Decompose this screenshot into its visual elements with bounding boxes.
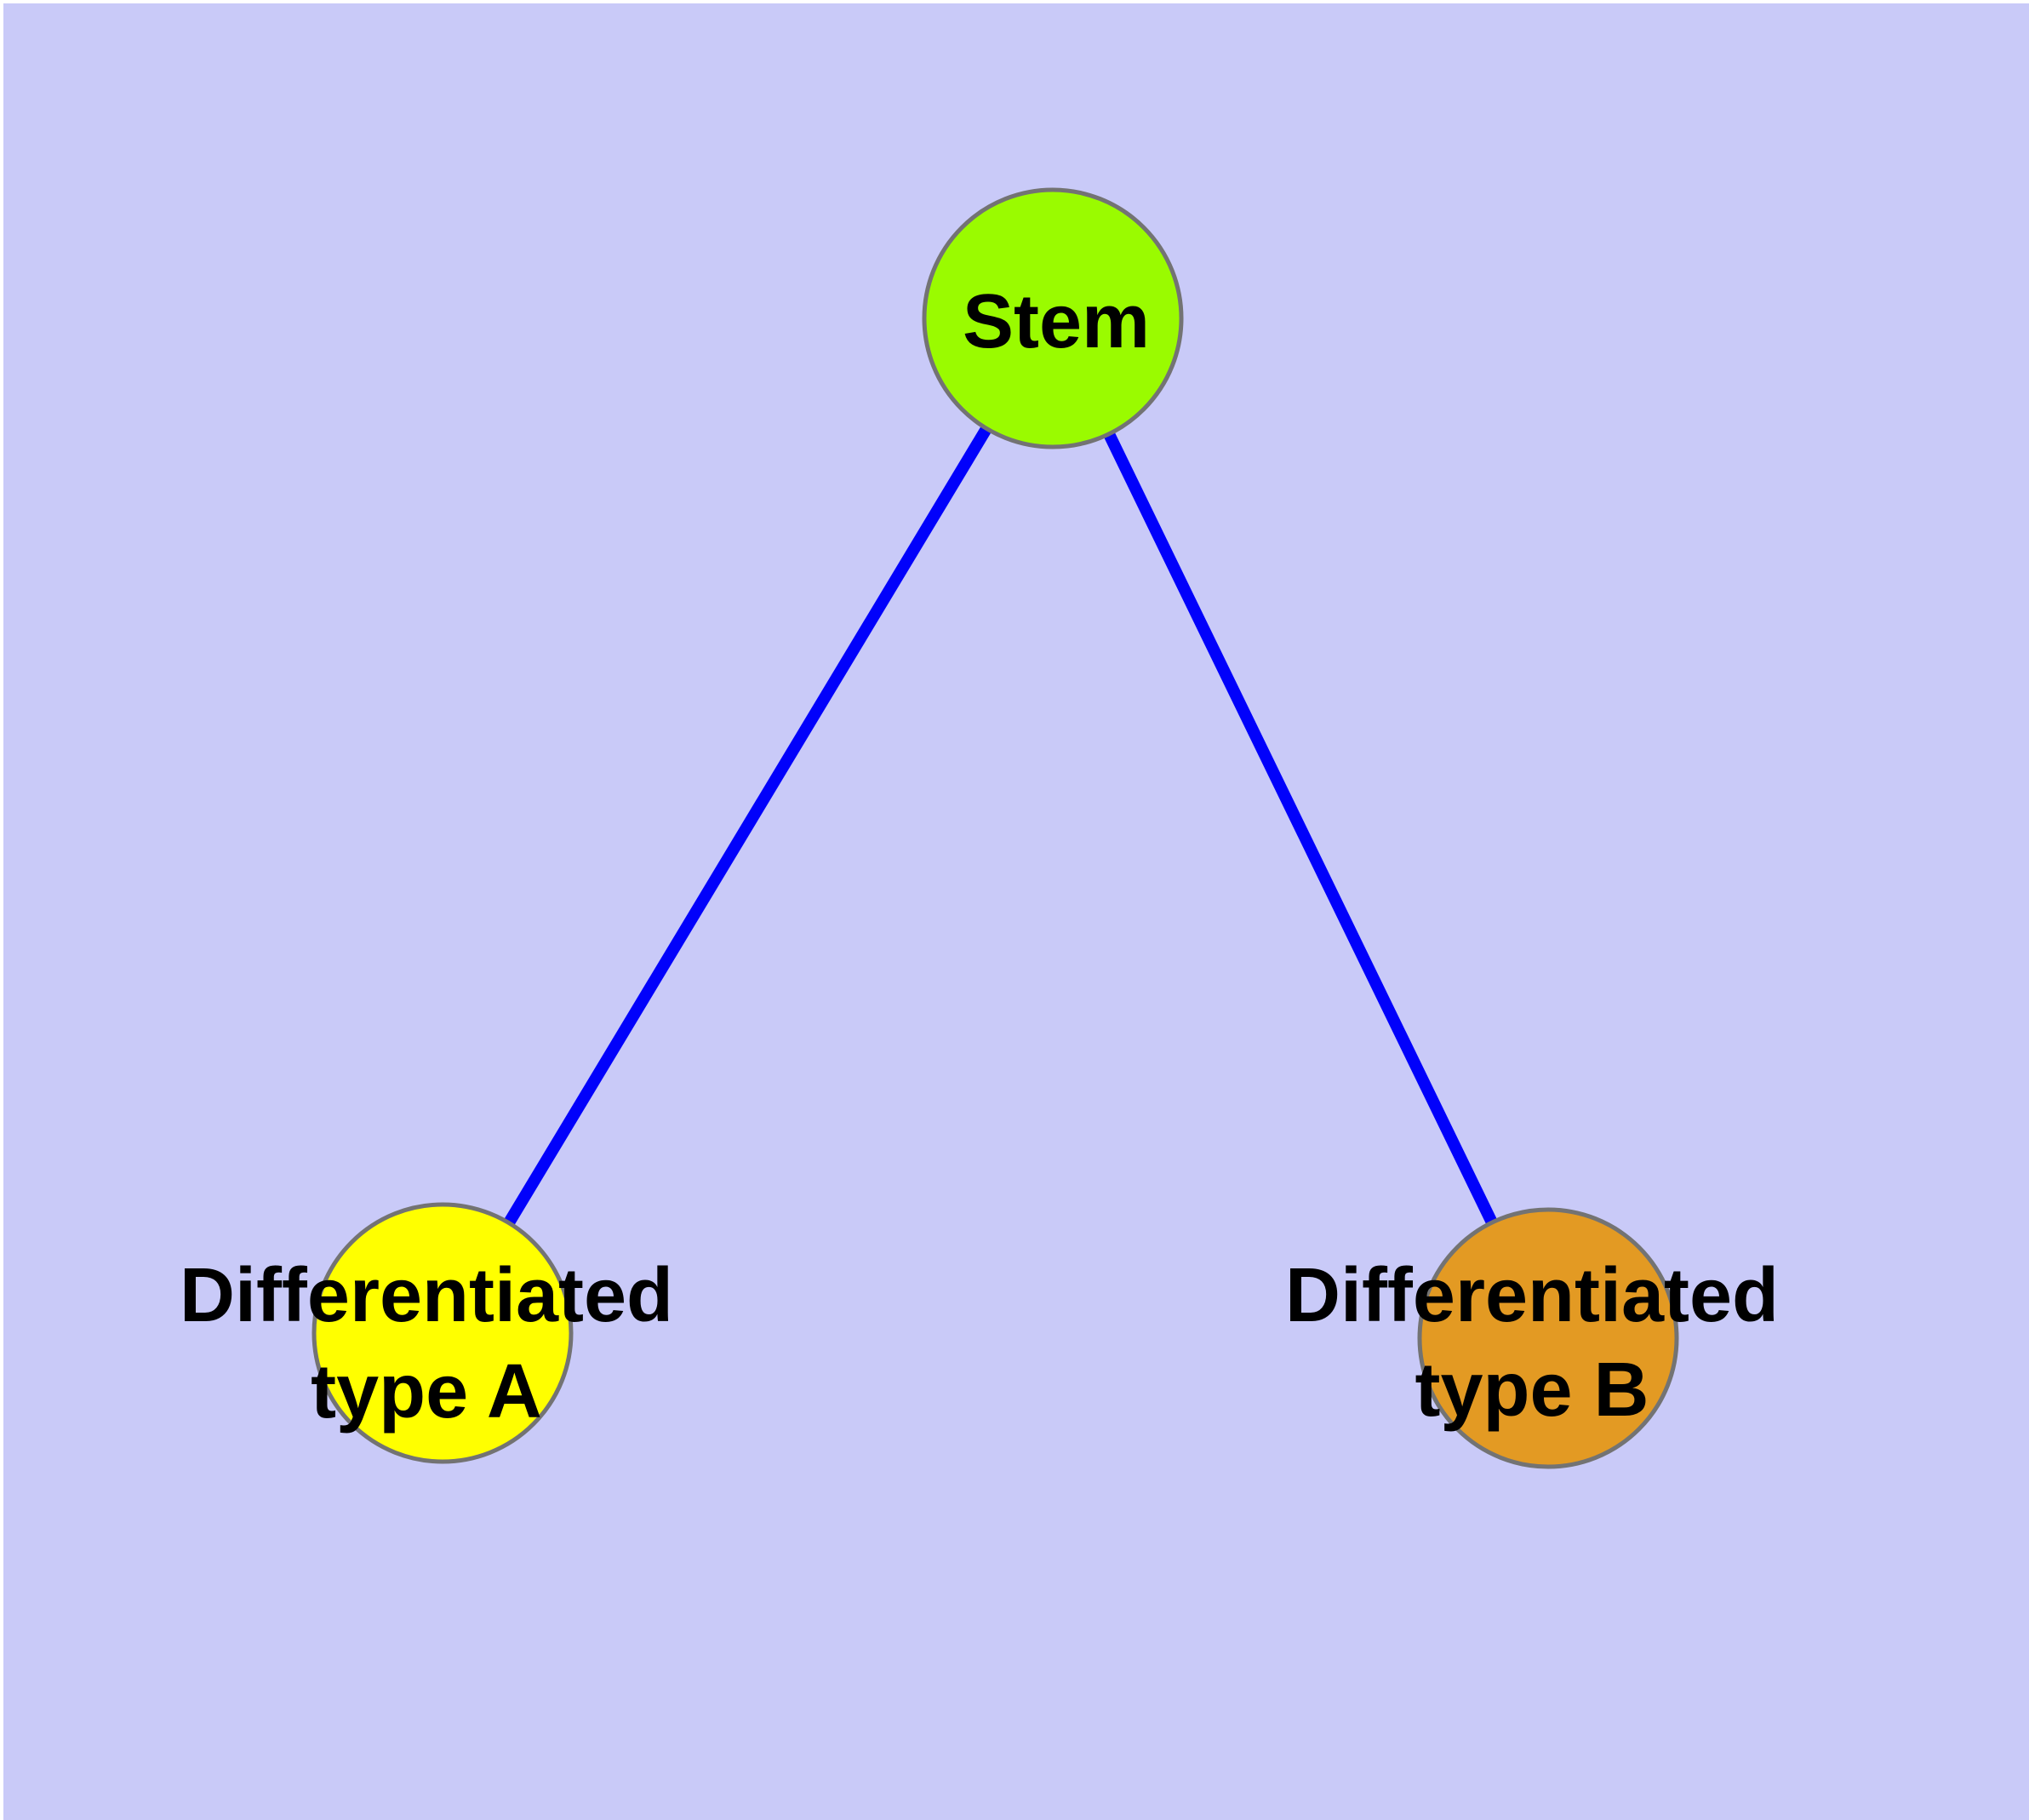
edge-stem-to-type-a <box>437 315 1058 1336</box>
node-differentiated-type-a <box>311 1202 574 1464</box>
node-differentiated-type-b <box>1417 1207 1679 1469</box>
edge-stem-to-type-b <box>1047 315 1554 1342</box>
node-type-a-label-line2: type A <box>311 1349 542 1434</box>
node-type-b-label-line1: Differentiated <box>1285 1253 1779 1338</box>
node-type-b-label-line2: type B <box>1415 1348 1649 1433</box>
node-type-a-label-line1: Differentiated <box>180 1253 673 1338</box>
node-stem <box>922 187 1184 449</box>
node-stem-label: Stem <box>963 279 1150 364</box>
